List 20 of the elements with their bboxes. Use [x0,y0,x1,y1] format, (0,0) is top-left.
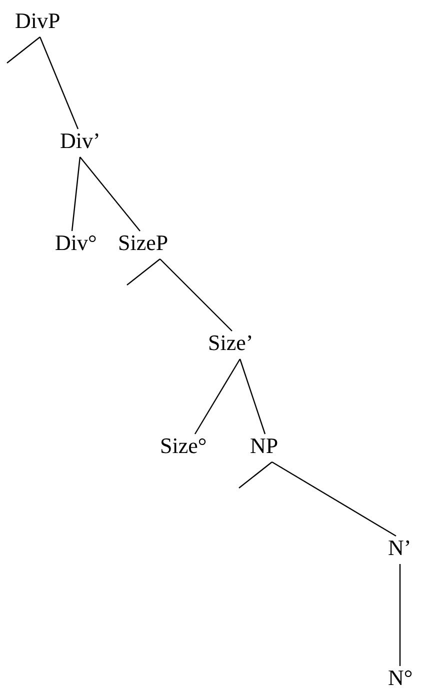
tree-branch-line [194,358,241,434]
tree-node-label: NP [250,433,278,459]
tree-branch-line [39,36,79,130]
tree-branch-line [71,156,81,232]
tree-node-label: Size° [160,433,207,459]
tree-node-label: N’ [388,535,412,561]
tree-branch-line [399,564,401,666]
tree-branch-line [239,358,266,434]
tree-branch-line [6,36,40,64]
tree-node-label: DivP [15,8,60,34]
tree-branch-line [80,156,140,232]
tree-branch-line [126,258,160,286]
tree-node-label: Div° [55,230,97,256]
tree-node-label: Div’ [60,128,100,154]
tree-branch-line [238,462,272,488]
tree-node-label: SizeP [118,230,168,256]
tree-node-label: N° [388,665,413,691]
tree-node-label: Size’ [208,330,254,356]
tree-branch-line [160,258,232,332]
tree-branch-line [272,461,396,537]
